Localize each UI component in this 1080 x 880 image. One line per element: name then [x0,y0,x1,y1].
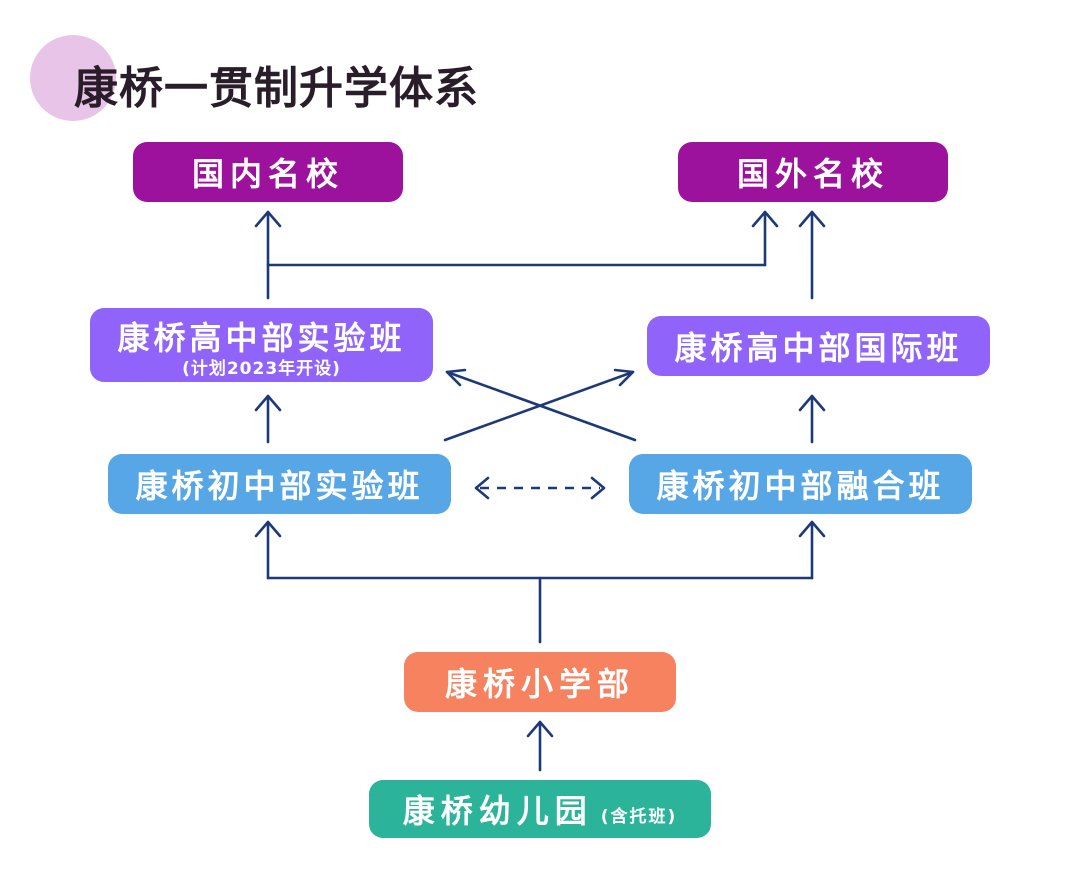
middle-experimental-node: 康桥初中部实验班 [108,454,451,514]
high-international-to-overseas-connector [798,210,826,300]
domestic-university-node: 国内名校 [133,142,403,202]
double-arrow-icon [474,476,606,500]
high-experimental-node: 康桥高中部实验班 (计划2023年开设) [90,308,433,382]
arrow-up-icon [254,210,282,228]
middle-integrated-label: 康桥初中部融合班 [656,467,945,505]
domestic-university-label: 国内名校 [191,155,344,193]
high-experimental-label: 康桥高中部实验班 [117,318,406,357]
arrow-up-icon [798,210,826,228]
arrow-up-icon [526,720,554,738]
primary-school-label: 康桥小学部 [444,665,635,703]
arrow-up-icon [254,394,282,412]
arrow-up-icon [798,520,826,538]
high-international-label: 康桥高中部国际班 [674,329,963,367]
kindergarten-to-primary-connector [526,720,554,772]
arrow-up-icon [751,210,779,228]
kindergarten-node: 康桥幼儿园 (含托班) [369,780,711,838]
middle-experimental-label: 康桥初中部实验班 [135,467,424,505]
primary-to-middle-connector [254,520,826,644]
overseas-university-label: 国外名校 [736,155,889,193]
middle-integrated-node: 康桥初中部融合班 [629,454,972,514]
primary-school-node: 康桥小学部 [404,652,676,712]
arrow-up-icon [254,520,282,538]
middle-to-high-vertical-connectors [254,394,826,444]
kindergarten-label: 康桥幼儿园 [402,792,593,830]
high-international-node: 康桥高中部国际班 [647,316,990,376]
high-experimental-note: (计划2023年开设) [182,358,341,379]
arrow-up-icon [798,394,826,412]
overseas-university-node: 国外名校 [678,142,948,202]
cross-arrows-icon [443,368,637,442]
title-decoration-circle [30,35,116,121]
high-experimental-to-universities-connector [254,210,779,300]
kindergarten-note: (含托班) [600,806,678,827]
page-title: 康桥一贯制升学体系 [74,63,479,114]
